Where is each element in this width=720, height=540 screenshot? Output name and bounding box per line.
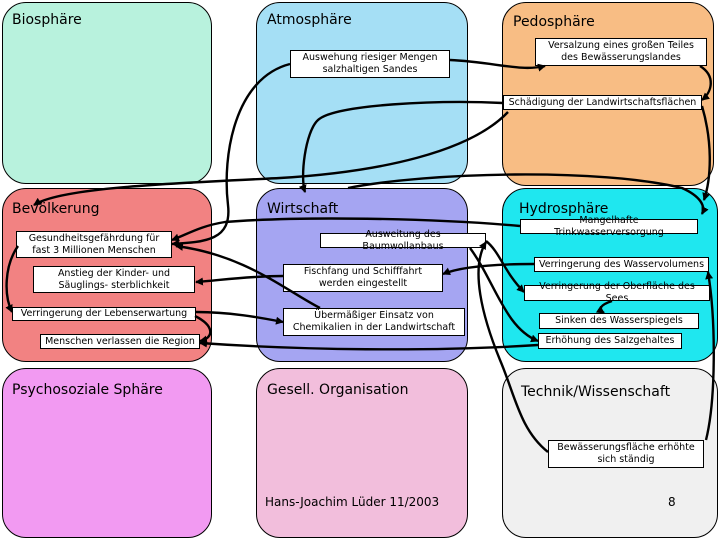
pedosphaere-title: Pedosphäre xyxy=(513,14,595,30)
arrow-gesundheit-lebenserwartung xyxy=(5,245,19,313)
fischfang-node: Fischfang und Schifffahrt werden eingest… xyxy=(283,264,443,292)
gesell-title: Gesell. Organisation xyxy=(267,382,409,398)
psychosoziale-title: Psychosoziale Sphäre xyxy=(12,382,163,398)
anstieg-node: Anstieg der Kinder- und Säuglings- sterb… xyxy=(33,266,195,293)
arrow-lebenserwartung-menschen xyxy=(194,314,212,344)
arrow-chemikalien-gesundheit xyxy=(175,242,321,310)
schaedigung-node: Schädigung der Landwirtschaftsflächen xyxy=(503,95,702,110)
arrow-schaedigung-hydro xyxy=(700,105,711,201)
gesell-panel xyxy=(256,368,468,538)
arrow-baumwolle-salzgehalt xyxy=(469,247,539,343)
auswehung-node: Auswehung riesiger Mengen salzhaltigen S… xyxy=(290,50,450,78)
arrow-auswehung-gesundheit xyxy=(171,62,291,248)
arrow-schaedigung-loop xyxy=(298,100,504,193)
wirtschaft-title: Wirtschaft xyxy=(267,201,339,217)
wasservolumen-node: Verringerung des Wasservolumens xyxy=(534,257,709,272)
arrow-oberflaeche-wasserspiegel xyxy=(595,299,613,314)
arrow-technik-hydro xyxy=(704,271,715,441)
biosphaere-panel xyxy=(2,2,212,184)
arrow-wasservolumen-fischfang xyxy=(442,262,535,276)
arrow-auswehung-versalzung xyxy=(449,58,546,72)
arrow-lebenserwartung-chemikalien xyxy=(195,310,284,325)
hydrosphaere-title: Hydrosphäre xyxy=(519,201,609,217)
lebenserwartung-node: Verringerung der Lebenserwartung xyxy=(12,307,196,321)
psychosoziale-panel xyxy=(2,368,212,538)
atmosphaere-title: Atmosphäre xyxy=(267,12,352,28)
baumwolle-node: Ausweitung des Baumwollanbaus xyxy=(320,229,486,252)
page-number: 8 xyxy=(668,495,676,509)
oberflaeche-node: Verringerung der Oberfläche des Sees xyxy=(524,281,710,304)
arrow-trinkwasser-gesundheit xyxy=(171,217,521,242)
arrow-salzgehalt-menschen xyxy=(199,339,539,351)
arrow-pedo-bevoelkerung xyxy=(33,111,509,207)
arrow-bewaesserung-baumwolle xyxy=(477,241,549,453)
trinkwasser-node: Mangelhafte Trinkwasserversorgung xyxy=(520,215,698,238)
arrow-fischfang-anstieg xyxy=(195,274,284,286)
versalzung-node: Versalzung eines großen Teiles des Bewäs… xyxy=(535,38,707,66)
menschen-node: Menschen verlassen die Region xyxy=(40,334,200,349)
gesundheit-node: Gesundheitsgefährdung für fast 3 Million… xyxy=(16,231,172,258)
wasserspiegel-node: Sinken des Wasserspiegels xyxy=(539,313,699,329)
author-credit: Hans-Joachim Lüder 11/2003 xyxy=(265,495,440,509)
arrow-wirtschaft-hydro xyxy=(347,173,709,215)
chemikalien-node: Übermäßiger Einsatz von Chemikalien in d… xyxy=(283,308,465,336)
pedosphaere-panel xyxy=(502,2,714,186)
technik-title: Technik/Wissenschaft xyxy=(521,384,671,400)
biosphaere-title: Biosphäre xyxy=(12,12,82,28)
arrow-baumwolle-oberflaeche xyxy=(485,240,525,293)
bewaesserung-node: Bewässerungsfläche erhöhte sich ständig xyxy=(548,440,704,468)
arrow-versalzung-schaedigung xyxy=(699,64,712,101)
